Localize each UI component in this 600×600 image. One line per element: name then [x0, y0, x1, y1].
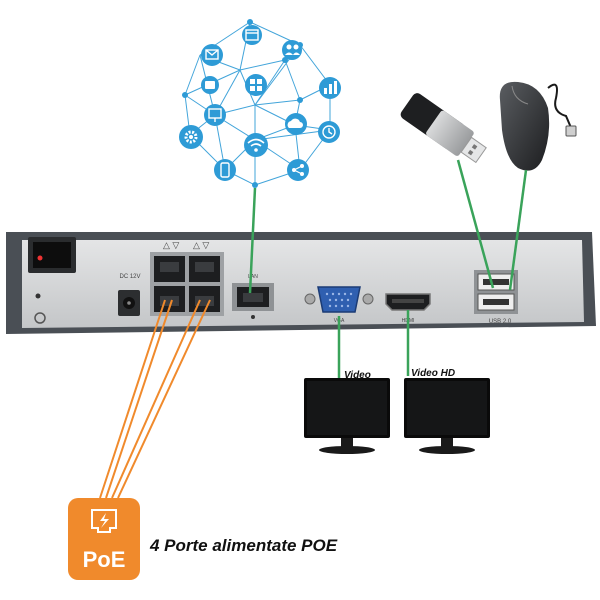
monitor-icon [204, 104, 226, 126]
usb-port-group: USB 2.0 [474, 270, 518, 325]
settings-icon [179, 125, 203, 149]
reset-hole [35, 293, 41, 299]
power-switch[interactable] [28, 237, 76, 273]
mouse-link [508, 169, 528, 291]
lan-port[interactable]: LAN [232, 274, 274, 319]
usb-port[interactable] [477, 273, 515, 291]
share-icon [287, 159, 309, 181]
ground-screw [34, 312, 46, 324]
usb-port[interactable] [477, 293, 515, 311]
usb-flash-drive [400, 93, 487, 164]
vga-video-label: Video [344, 370, 371, 381]
poe-badge: PoE [68, 498, 140, 580]
network-link [248, 187, 257, 294]
svg-text:△ ▽: △ ▽ [163, 240, 179, 250]
usb-port-label: USB 2.0 [489, 319, 512, 325]
lan-port-label: LAN [248, 274, 258, 280]
people-icon [282, 40, 302, 60]
poe-port[interactable] [154, 256, 185, 282]
poe-port[interactable] [189, 286, 220, 312]
email-icon [201, 44, 223, 66]
wifi-icon [244, 133, 268, 157]
browser-icon [242, 25, 262, 45]
poe-cables [99, 299, 211, 499]
clock-icon [318, 121, 340, 143]
ethernet-plug-icon [91, 509, 117, 533]
computer-mouse [499, 81, 577, 171]
poe-caption: 4 Porte alimentate POE [150, 536, 338, 555]
dc-power-jack[interactable]: DC 12V [118, 274, 141, 316]
camera-icon [201, 76, 219, 94]
vga-port[interactable]: VGA [304, 286, 374, 324]
power-port-label: DC 12V [119, 274, 140, 280]
vga-monitor: Video [304, 370, 390, 454]
connection-lines [99, 159, 528, 499]
cloud-icon [285, 113, 307, 135]
poe-badge-label: PoE [83, 547, 126, 572]
hdmi-video-label: Video HD [411, 368, 455, 379]
chart-icon [319, 77, 341, 99]
windows-icon [245, 74, 267, 96]
mobile-icon [214, 159, 236, 181]
hdmi-monitor: Video HD [404, 368, 490, 454]
svg-text:△ ▽: △ ▽ [193, 240, 209, 250]
network-globe [179, 19, 341, 188]
poe-port[interactable] [189, 256, 220, 282]
nvr-rear-panel: DC 12V △ ▽ △ ▽ LAN [6, 232, 596, 334]
usb-drive-link [456, 159, 495, 289]
